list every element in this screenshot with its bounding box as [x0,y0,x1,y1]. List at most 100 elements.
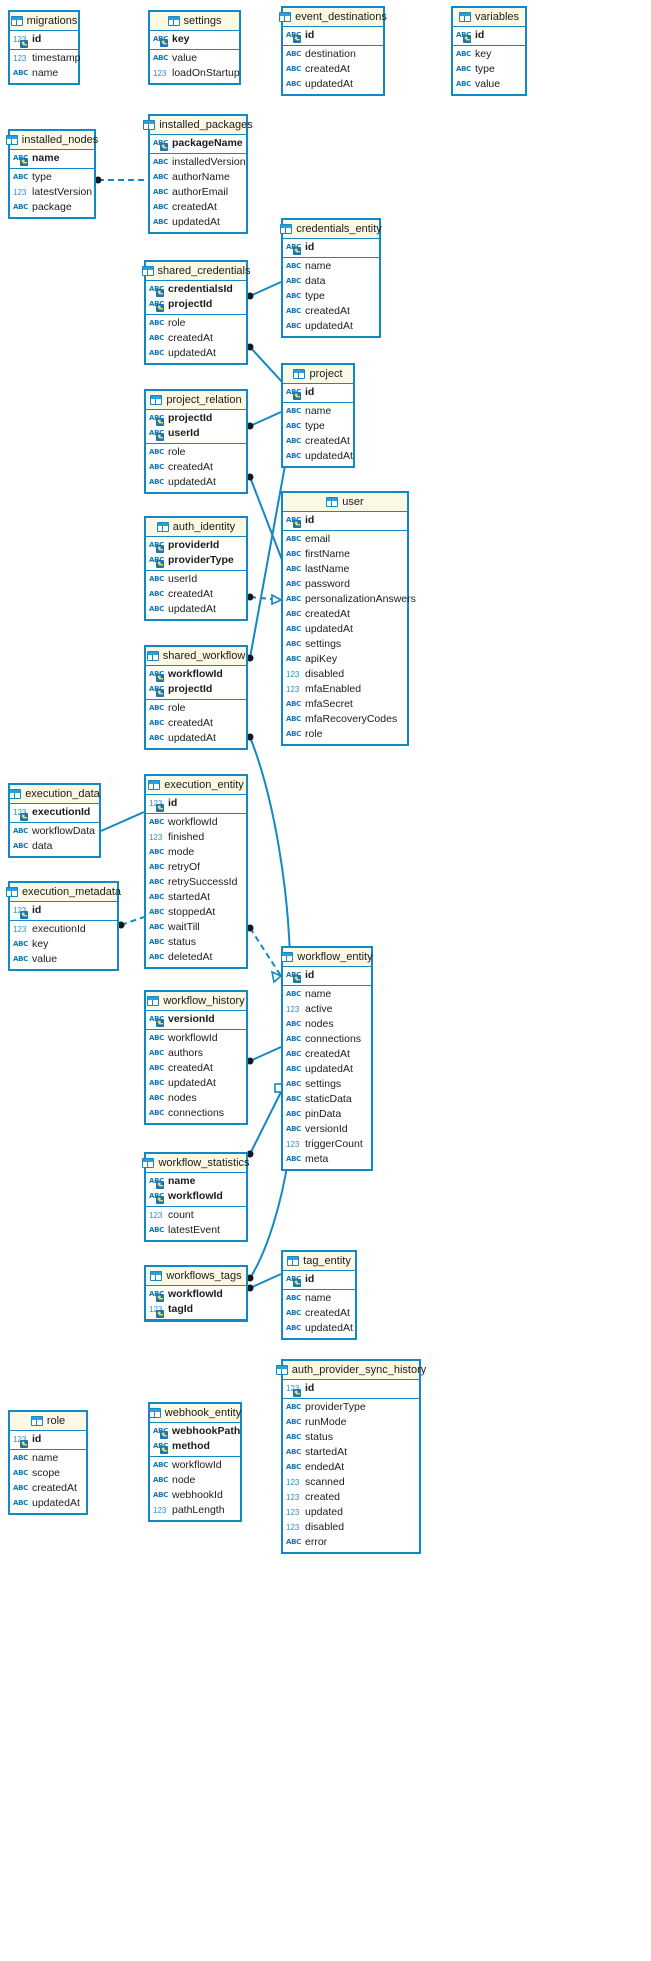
column-name: role [168,702,186,715]
edge-workflow_statistics-workflow_entity [246,1083,284,1158]
column-name: createdAt [305,63,350,76]
entity-title: workflow_entity [297,950,373,963]
text-type-icon: ABC [286,292,301,300]
column-name: projectId [168,683,213,696]
column-name: credentialsId [168,283,233,296]
text-type-icon: ABC [149,704,164,712]
edge-workflows_tags-tag_entity [246,1273,282,1292]
text-type-icon: ABC [149,848,164,856]
text-type-icon: ABC [149,349,164,357]
column-name: createdAt [168,717,213,730]
text-type-icon: ABC [149,938,164,946]
entity-title: auth_provider_sync_history [291,1363,427,1376]
column-name: createdAt [172,201,217,214]
entity-title: project_relation [166,393,242,406]
text-type-icon: ABC [149,686,165,697]
text-type-icon: ABC [286,565,301,573]
table-icon [148,1408,161,1418]
text-type-icon: ABC [13,842,28,850]
text-type-icon: ABC [286,1538,301,1546]
entity-title: role [46,1414,66,1427]
column-name: role [168,446,186,459]
column-name: updatedAt [305,1322,353,1335]
column-name: node [172,1474,196,1487]
entity-header-auth_provider_sync_history: auth_provider_sync_history [275,1361,426,1380]
entity-title: execution_data [25,787,100,800]
column-name: packageName [172,137,243,150]
table-icon [280,224,293,234]
column-name: finished [168,831,205,844]
text-type-icon: ABC [149,430,165,441]
number-type-icon: 123 [149,1305,165,1318]
column-name: nodes [168,1092,197,1105]
text-type-icon: ABC [286,640,301,648]
text-type-icon: ABC [286,1035,301,1043]
column-name: error [305,1536,328,1549]
text-type-icon: ABC [286,307,301,315]
column-name: staticData [305,1093,352,1106]
table-icon [148,780,161,790]
text-type-icon: ABC [149,1178,165,1189]
column-name: id [475,29,485,42]
entity-header-event_destinations: event_destinations [279,8,387,27]
text-type-icon: ABC [286,422,301,430]
number-type-icon: 123 [286,1384,302,1397]
column-name: mode [168,846,195,859]
column-name: workflowId [168,1288,223,1301]
column-name: latestEvent [168,1224,220,1237]
text-type-icon: ABC [149,863,164,871]
column-name: loadOnStartup [172,67,240,80]
column-name: startedAt [168,891,211,904]
entity-header-auth_identity: auth_identity [146,518,246,537]
text-type-icon: ABC [149,1193,165,1204]
table-icon [150,1271,163,1281]
column-name: mfaRecoveryCodes [305,713,398,726]
